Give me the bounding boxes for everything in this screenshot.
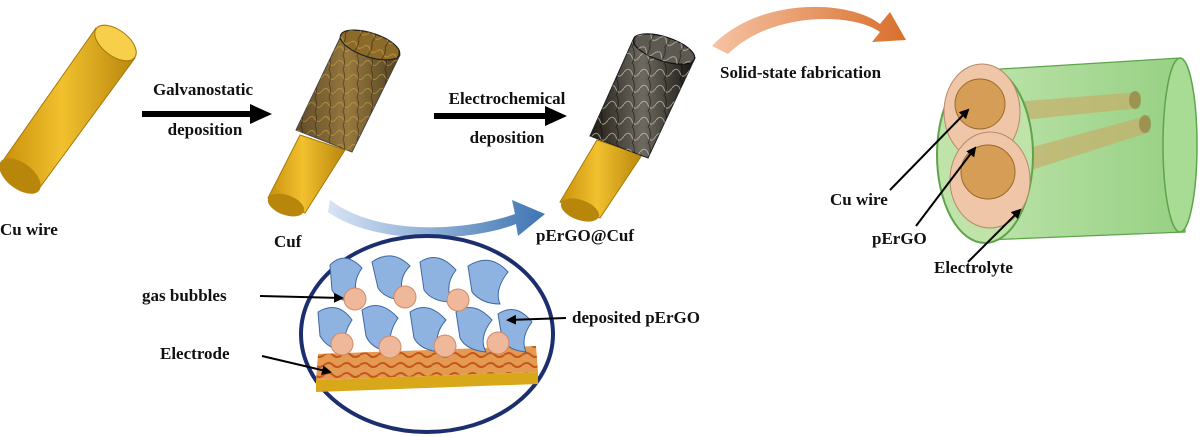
cuf-rod bbox=[267, 29, 401, 217]
galvanostatic-label-line1: Galvanostatic bbox=[152, 80, 254, 99]
gas-bubbles bbox=[330, 285, 510, 359]
electrode-layer bbox=[316, 346, 538, 380]
process-curved-arrow bbox=[328, 200, 545, 238]
cu-wire-rod bbox=[0, 24, 137, 194]
electrochemical-label-line1: Electrochemical bbox=[448, 89, 566, 108]
cuf-label: Cuf bbox=[274, 232, 302, 251]
device-electrolyte-pointer bbox=[967, 208, 1022, 263]
pergo-cuf-label: pErGO@Cuf bbox=[536, 226, 634, 245]
gas-bubbles-label: gas bubbles bbox=[142, 286, 227, 305]
pergo-sheets bbox=[317, 255, 533, 353]
electrochemical-arrow bbox=[434, 106, 567, 126]
deposited-pergo-label: deposited pErGO bbox=[572, 308, 700, 327]
zoom-inset bbox=[299, 234, 555, 434]
device-electrolyte-label: Electrolyte bbox=[934, 258, 1013, 277]
electrode-pointer bbox=[261, 355, 332, 376]
solid-state-fabrication-label: Solid-state fabrication bbox=[720, 63, 882, 82]
electrode-label: Electrode bbox=[160, 344, 230, 363]
solid-state-curved-arrow bbox=[712, 6, 906, 54]
cu-wire-label: Cu wire bbox=[0, 220, 58, 239]
device-pergo-pointer bbox=[915, 146, 977, 227]
pergo-cuf-rod bbox=[559, 33, 696, 222]
solid-state-device bbox=[936, 57, 1198, 244]
electrochemical-label-line2: deposition bbox=[469, 128, 545, 147]
device-cu-wire-pointer bbox=[889, 108, 970, 191]
device-cu-wire-label: Cu wire bbox=[830, 190, 888, 209]
device-pergo-label: pErGO bbox=[872, 229, 927, 248]
deposited-pergo-pointer bbox=[506, 314, 567, 325]
galvanostatic-arrow bbox=[142, 104, 272, 124]
galvanostatic-label-line2: deposition bbox=[167, 120, 243, 139]
gas-bubbles-pointer bbox=[259, 292, 344, 303]
